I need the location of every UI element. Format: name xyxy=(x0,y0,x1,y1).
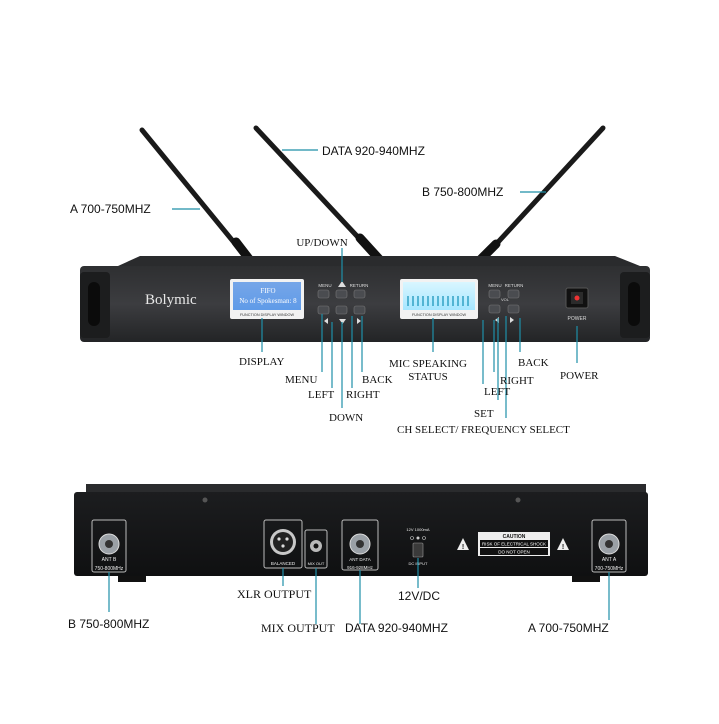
power-caption: POWER xyxy=(568,316,587,322)
brand-logo: Bolymic xyxy=(145,292,197,308)
display-window xyxy=(230,279,304,319)
front-callout-lines xyxy=(172,149,578,418)
mix-out-label: MIX OUT xyxy=(308,561,325,566)
balanced-label: BALANCED xyxy=(271,561,296,566)
callout-left: LEFT xyxy=(308,389,335,401)
callout-mic-status-1: MIC SPEAKING xyxy=(389,358,467,370)
front-unit xyxy=(80,256,650,342)
display-caption: FUNCTION DISPLAY WINDOW xyxy=(240,313,294,317)
callout-power: POWER xyxy=(560,370,599,382)
menu-label: MENU xyxy=(318,283,331,288)
meter-caption: FUNCTION DISPLAY WINDOW xyxy=(412,313,466,317)
ant-b-label: ANT B xyxy=(102,557,117,563)
callout-mic-status-2: STATUS xyxy=(408,371,447,383)
dc-input-jack-icon xyxy=(410,536,426,558)
callout-b-freq: B 750-800MHZ xyxy=(68,617,149,631)
return-label-2: RETURN xyxy=(505,283,524,288)
caution-label: ! ! xyxy=(457,532,569,556)
dc-rating-label: 12V 1000mA xyxy=(406,527,429,532)
svg-text:!: ! xyxy=(462,544,464,551)
right-button[interactable] xyxy=(353,305,366,315)
return-label: RETURN xyxy=(350,283,369,288)
callout-up-down: UP/DOWN xyxy=(296,237,347,249)
callout-mix-output: MIX OUTPUT xyxy=(261,621,335,635)
callout-ch-select: CH SELECT/ FREQUENCY SELECT xyxy=(397,424,570,436)
callout-a-freq: A 700-750MHZ xyxy=(528,621,609,635)
front-left-buttons xyxy=(317,281,366,324)
return-button-2[interactable] xyxy=(507,289,520,299)
ant-data-label: ANT DATA xyxy=(349,557,371,562)
callout-right-2: RIGHT xyxy=(500,375,534,387)
ant-a-freq: 700-750MHz xyxy=(595,566,624,572)
callout-left-2: LEFT xyxy=(484,386,511,398)
menu-button-2[interactable] xyxy=(488,289,501,299)
ant-b-freq: 750-800MHz xyxy=(95,566,124,572)
caution-line-1: RISK OF ELECTRICAL SHOCK xyxy=(482,542,546,547)
set-button[interactable] xyxy=(335,305,348,315)
callout-xlr-output: XLR OUTPUT xyxy=(237,587,312,601)
vol-label: VOL xyxy=(501,297,510,302)
menu-label-2: MENU xyxy=(488,283,501,288)
callout-back: BACK xyxy=(362,374,393,386)
up-button[interactable] xyxy=(335,289,348,299)
callout-display: DISPLAY xyxy=(239,356,284,368)
left-button[interactable] xyxy=(317,305,330,315)
display-line-2: No of Spokesman: 8 xyxy=(239,297,297,305)
callout-antenna-data: DATA 920-940MHZ xyxy=(322,144,425,158)
callout-down: DOWN xyxy=(329,412,363,424)
return-button[interactable] xyxy=(353,289,366,299)
rear-callout-lines xyxy=(108,558,610,624)
vol-down-button[interactable] xyxy=(488,304,501,314)
callout-antenna-a: A 700-750MHZ xyxy=(70,202,151,216)
menu-button[interactable] xyxy=(317,289,330,299)
svg-text:!: ! xyxy=(562,544,564,551)
mix-out-jack-icon xyxy=(304,529,328,569)
front-right-buttons xyxy=(488,289,520,323)
mic-status-meter xyxy=(400,279,478,319)
antenna-left-icon xyxy=(139,127,261,273)
callout-set: SET xyxy=(474,408,494,420)
callout-data-freq: DATA 920-940MHZ xyxy=(345,621,448,635)
callout-back-2: BACK xyxy=(518,357,549,369)
ant-data-freq: 916-928MHz xyxy=(347,565,374,570)
callout-antenna-b: B 750-800MHZ xyxy=(422,185,503,199)
callout-right: RIGHT xyxy=(346,389,380,401)
xlr-connector-icon xyxy=(263,519,303,569)
ant-a-label: ANT A xyxy=(602,557,617,563)
caution-title: CAUTION xyxy=(503,534,526,540)
callout-12v-dc: 12V/DC xyxy=(398,589,440,603)
caution-line-2: DO NOT OPEN xyxy=(498,550,529,555)
power-switch[interactable] xyxy=(565,287,589,309)
callout-menu: MENU xyxy=(285,374,317,386)
vol-up-button[interactable] xyxy=(507,304,520,314)
display-line-1: FIFO xyxy=(260,287,275,295)
